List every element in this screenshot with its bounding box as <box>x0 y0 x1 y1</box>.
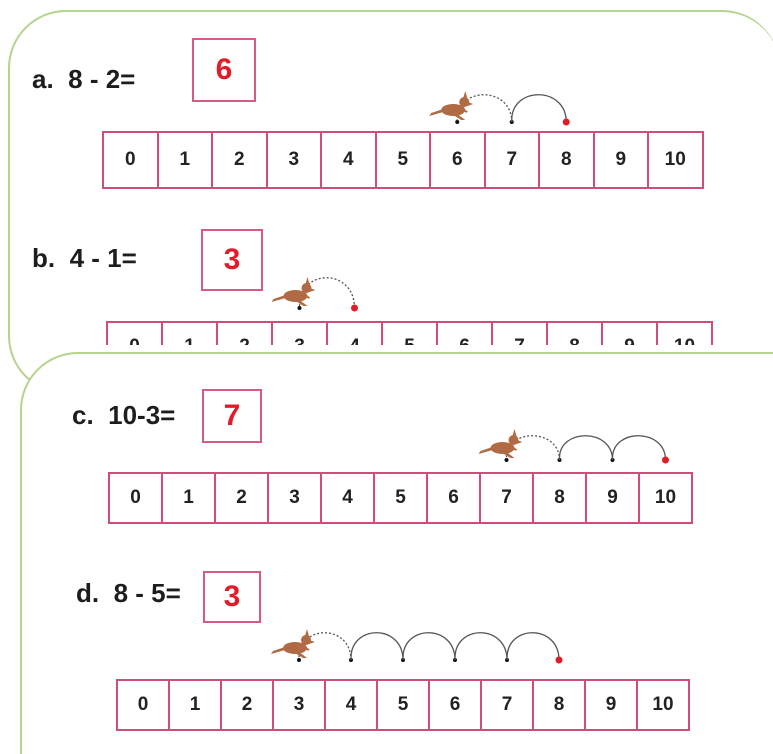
answer-value: 3 <box>223 243 241 276</box>
answer-box: 7 <box>202 389 262 443</box>
worksheet-panel-top <box>8 10 773 394</box>
jump-arc <box>506 632 560 661</box>
jump-arc <box>558 435 614 461</box>
problem-c-equation: c. 10-3= <box>72 400 175 431</box>
problem-expression: 10-3= <box>108 400 176 430</box>
problem-expression: 8 - 5= <box>113 578 181 608</box>
answer-value: 7 <box>223 399 241 432</box>
number-cell: 10 <box>647 131 704 189</box>
problem-expression: 4 - 1= <box>69 243 137 273</box>
kangaroo-icon <box>271 629 315 658</box>
landing-dot <box>455 120 460 124</box>
start-dot <box>562 118 570 126</box>
problem-d-equation: d. 8 - 5= <box>76 578 181 609</box>
jump-sequence <box>271 629 563 664</box>
jump-arc <box>350 632 404 661</box>
start-dot <box>555 656 563 664</box>
problem-letter: a. <box>32 64 54 94</box>
problem-expression: 8 - 2= <box>68 64 136 94</box>
jump-sequence <box>271 277 358 312</box>
number-cell: 10 <box>638 472 693 524</box>
kangaroo-icon <box>271 277 316 306</box>
answer-box: 3 <box>203 571 261 623</box>
answer-value: 6 <box>215 53 233 86</box>
kangaroo-icon <box>429 91 474 120</box>
problem-c: c. 10-3= 7 <box>0 0 773 443</box>
landing-dot <box>504 458 509 462</box>
jump-arc <box>505 435 561 461</box>
answer-box: 6 <box>192 38 256 102</box>
problem-letter: c. <box>72 400 94 430</box>
problem-b-equation: b. 4 - 1= <box>32 243 137 274</box>
start-dot <box>662 456 669 464</box>
problem-a: a. 8 - 2= 6 <box>0 0 773 200</box>
answer-value: 3 <box>223 580 241 613</box>
jump-arc <box>454 632 508 661</box>
jump-arc <box>298 277 356 309</box>
problem-letter: b. <box>32 243 56 273</box>
worksheet-panel-bottom <box>20 352 773 754</box>
landing-dot <box>297 306 302 310</box>
jump-arc <box>402 632 456 661</box>
jump-arc <box>611 435 667 461</box>
jump-arc <box>511 94 567 123</box>
problem-a-equation: a. 8 - 2= <box>32 64 135 95</box>
answer-box: 3 <box>201 229 263 291</box>
jump-sequence <box>478 429 669 464</box>
kangaroo-icon <box>478 429 523 458</box>
start-dot <box>351 304 358 312</box>
problem-letter: d. <box>76 578 100 608</box>
problem-b: b. 4 - 1= 3 <box>0 0 773 291</box>
jump-sequence <box>429 91 570 126</box>
number-cell: 10 <box>656 321 713 345</box>
number-cell: 10 <box>636 679 690 731</box>
landing-dot <box>297 658 301 662</box>
problem-d: d. 8 - 5= 3 <box>0 0 773 623</box>
